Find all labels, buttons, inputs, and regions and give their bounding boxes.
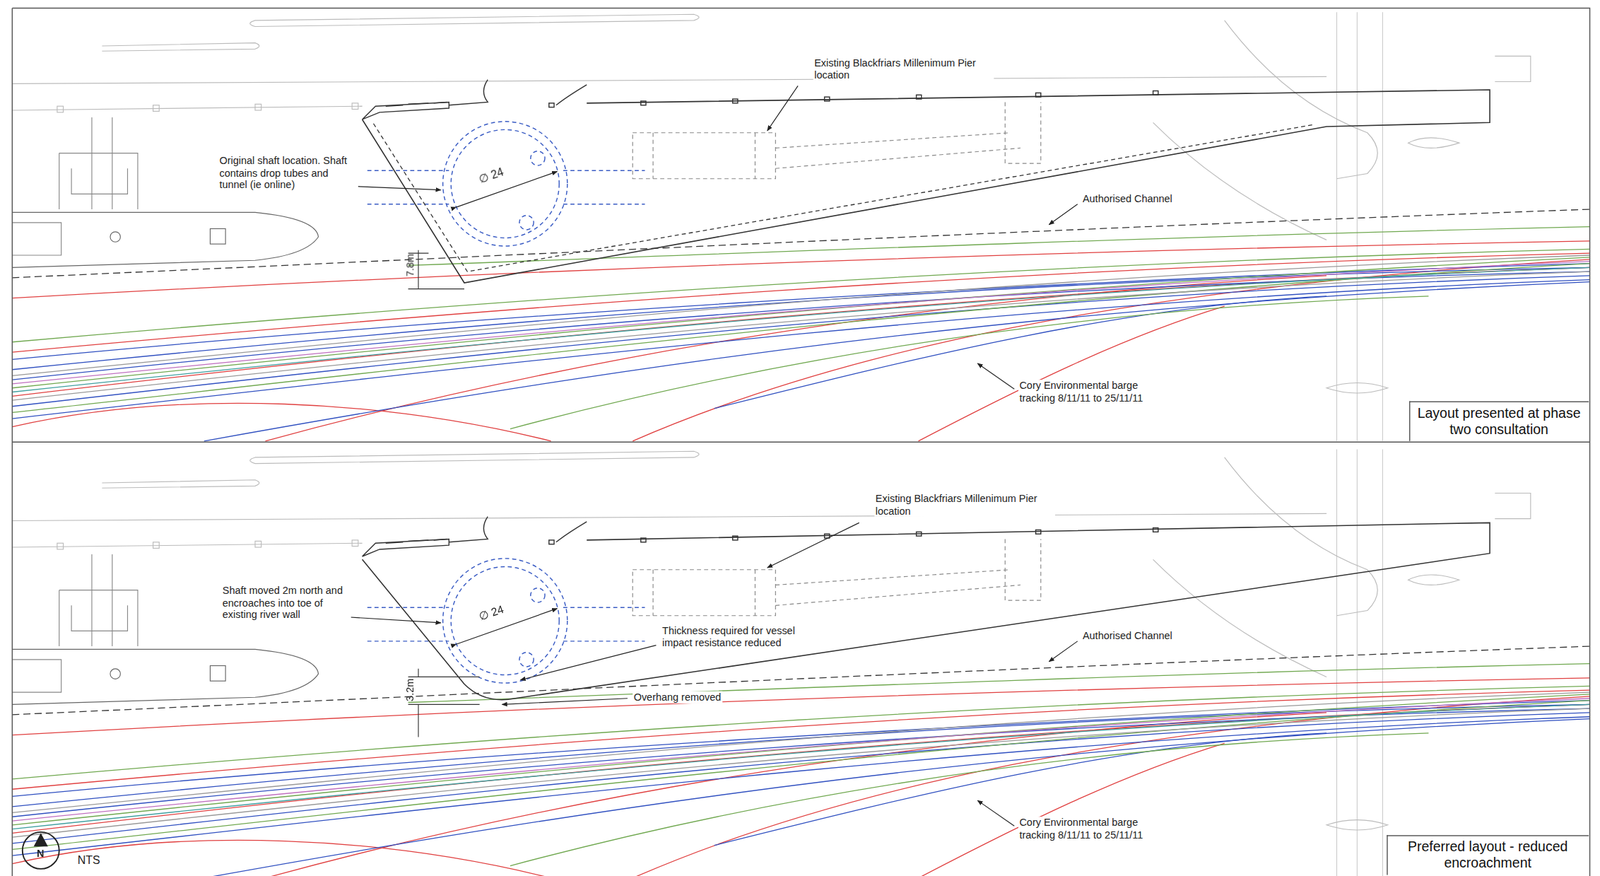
plan-path xyxy=(1048,204,1078,225)
north-letter: N xyxy=(36,847,46,860)
plan-path xyxy=(977,363,1015,389)
plan-g xyxy=(12,448,1590,876)
pier-note: Existing Blackfriars Millenimum Pier loc… xyxy=(813,57,995,81)
plan-use xyxy=(12,663,1590,876)
plan-path xyxy=(1048,640,1078,662)
pier-note: Existing Blackfriars Millenimum Pier loc… xyxy=(874,492,1056,516)
panel-title-box: Layout presented at phase two consultati… xyxy=(1409,401,1589,442)
plan-use xyxy=(362,516,1159,683)
shaft-note: Shaft moved 2m north and encroaches into… xyxy=(221,584,351,620)
plan-path xyxy=(342,616,441,623)
panel-title: Preferred layout - reduced encroachment xyxy=(1393,838,1582,873)
plan-use xyxy=(12,448,1531,876)
channel-note: Authorised Channel xyxy=(1081,629,1174,642)
plan-path xyxy=(12,645,1590,715)
tracking-note: Cory Environmental barge tracking 8/11/1… xyxy=(1018,379,1174,403)
plan-circle xyxy=(22,831,60,869)
plan-path xyxy=(408,668,480,738)
plan-path xyxy=(408,250,465,290)
clearance-dim: 7.8m xyxy=(404,253,417,278)
plan-path xyxy=(520,645,656,680)
plan-path xyxy=(767,85,798,131)
plan-path xyxy=(373,123,1314,272)
plan-path xyxy=(33,832,49,846)
scale-note: NTS xyxy=(76,853,102,866)
plan-path xyxy=(501,698,628,705)
channel-note: Authorised Channel xyxy=(1081,192,1174,205)
plan-path xyxy=(977,800,1015,826)
clearance-dim: 3.2m xyxy=(404,677,417,702)
tracking-note: Cory Environmental barge tracking 8/11/1… xyxy=(1018,816,1174,840)
panel-title: Layout presented at phase two consultati… xyxy=(1416,404,1582,439)
diameter-dim: ∅ 24 xyxy=(476,602,507,624)
plan-path xyxy=(767,522,860,568)
diameter-dim: ∅ 24 xyxy=(476,165,507,187)
thickness-note: Thickness required for vessel impact res… xyxy=(661,624,802,649)
shaft-note: Original shaft location. Shaft contains … xyxy=(218,154,359,191)
panel-title-box: Preferred layout - reduced encroachment xyxy=(1386,834,1589,875)
plan-path xyxy=(12,209,1590,278)
plan-path xyxy=(12,8,1590,876)
plan-g xyxy=(342,85,1078,826)
overhang-note: Overhang removed xyxy=(632,691,722,704)
plan-use xyxy=(12,226,1590,441)
plan-g xyxy=(12,12,1590,441)
plan-use xyxy=(12,12,1531,441)
